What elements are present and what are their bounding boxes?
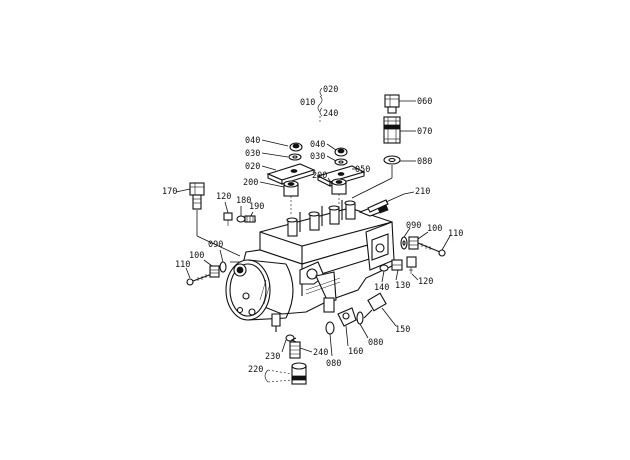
label-100-b: 100 (189, 251, 204, 261)
part-080-washer-c (325, 321, 335, 335)
label-210: 210 (415, 187, 430, 197)
part-110-bolt-a (417, 242, 446, 257)
label-010: 010 (300, 98, 315, 108)
part-210-bracket (367, 193, 405, 213)
label-240-b: 240 (313, 348, 328, 358)
label-150: 150 (395, 325, 410, 335)
label-020-top: 020 (323, 85, 338, 95)
label-220: 220 (248, 365, 263, 375)
part-100-nut-a (408, 236, 419, 250)
part-070-holder (383, 116, 401, 144)
label-020-a: 020 (245, 162, 260, 172)
label-050: 050 (355, 165, 370, 175)
label-190: 190 (249, 202, 264, 212)
injection-pump-body (225, 200, 395, 332)
label-100-a: 100 (427, 224, 442, 234)
part-200-spacer-b (331, 178, 347, 195)
part-110-bolt-b (186, 273, 213, 286)
label-110-b: 110 (175, 260, 190, 270)
part-130-plug (391, 259, 403, 271)
part-050-clamp-plate (316, 165, 366, 187)
part-180-washer (236, 215, 246, 223)
part-080-washer-b (356, 311, 364, 325)
part-100-nut-b (209, 265, 220, 278)
part-060-bolt (384, 94, 400, 114)
label-060: 060 (417, 97, 432, 107)
label-130: 130 (395, 281, 410, 291)
part-160-banjo (337, 307, 357, 327)
part-220-plug (291, 362, 307, 385)
label-080-b: 080 (368, 338, 383, 348)
label-230: 230 (265, 352, 280, 362)
part-190-spring (244, 215, 257, 223)
label-200-b: 200 (312, 171, 327, 181)
label-180: 180 (236, 196, 251, 206)
label-040-b: 040 (310, 140, 325, 150)
assembly-bracket-010 (317, 87, 323, 124)
label-080-c: 080 (326, 359, 341, 369)
part-090-washer-b (219, 261, 227, 273)
part-120-screw-a (223, 212, 233, 226)
label-030-a: 030 (245, 149, 260, 159)
part-170-bolt (189, 182, 205, 210)
part-030-washer-b (334, 158, 348, 166)
part-140-washer (379, 264, 389, 272)
part-240-spring (289, 337, 301, 359)
label-200-a: 200 (243, 178, 258, 188)
label-030-b: 030 (310, 152, 325, 162)
label-120-a: 120 (216, 192, 231, 202)
label-090-a: 090 (406, 221, 421, 231)
part-200-spacer-a (283, 180, 299, 197)
part-040-nut-b (334, 147, 348, 157)
label-120-b: 120 (418, 277, 433, 287)
part-120-screw-b (406, 256, 417, 274)
label-240-top: 240 (323, 109, 338, 119)
part-090-washer-a (400, 236, 408, 250)
label-140: 140 (374, 283, 389, 293)
part-040-nut-a (289, 142, 303, 152)
label-040-a: 040 (245, 136, 260, 146)
label-080-top: 080 (417, 157, 432, 167)
part-030-washer-a (288, 153, 302, 161)
label-110-a: 110 (448, 229, 463, 239)
part-150-banjo-bolt (363, 292, 387, 319)
label-160: 160 (348, 347, 363, 357)
label-170: 170 (162, 187, 177, 197)
label-070: 070 (417, 127, 432, 137)
part-080-washer-top (383, 155, 401, 165)
label-090-b: 090 (208, 240, 223, 250)
